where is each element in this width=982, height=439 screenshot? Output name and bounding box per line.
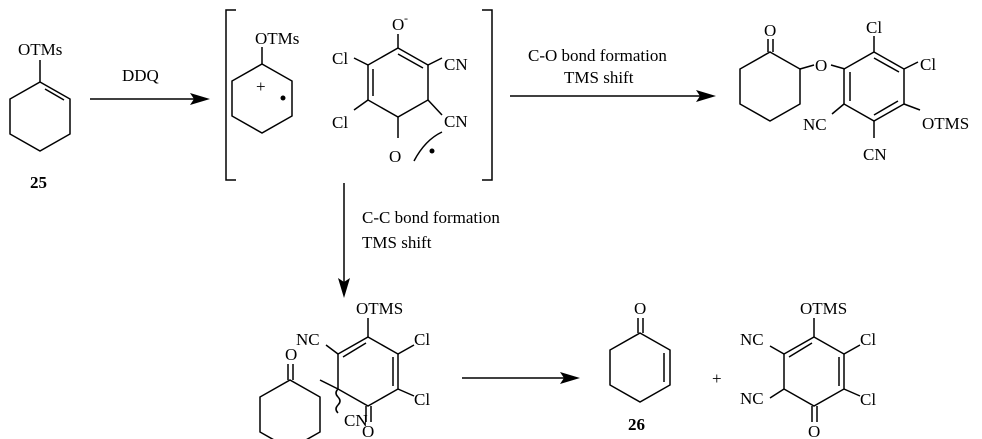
radical-arc: [413, 131, 443, 162]
cc-condition-line1: C-C bond formation: [362, 208, 500, 227]
product-cc-adduct: OTMS NC Cl Cl O CN O: [259, 299, 430, 439]
product-aryl-ether: O O Cl Cl OTMS NC CN: [739, 18, 969, 164]
bond-c-cl: [843, 344, 861, 355]
ring-double-bond: [397, 53, 424, 69]
ring-double-bond: [873, 100, 899, 116]
nc-label: NC: [803, 115, 827, 134]
benzene-ring: [843, 51, 905, 122]
cyclohexyl-ring: [231, 63, 293, 134]
o-label: O: [808, 422, 820, 439]
cyclohexene-ring: [9, 81, 71, 152]
cl-label-bottom: Cl: [332, 113, 348, 132]
dienone-ring: [337, 336, 399, 407]
ring-double-bond: [873, 57, 900, 73]
otms-label: OTMS: [922, 114, 969, 133]
cl-label-1: Cl: [860, 330, 876, 349]
o-minus-label: O: [392, 15, 404, 34]
otms-label: OTMs: [18, 40, 62, 59]
otms-label: OTMs: [255, 29, 299, 48]
cl-label-top: Cl: [332, 49, 348, 68]
right-bracket: [482, 9, 493, 181]
o-radical-label: O: [389, 147, 401, 166]
compound-26: O 26: [609, 299, 671, 434]
co-condition-line1: C-O bond formation: [528, 46, 667, 65]
ring-double-bond: [788, 342, 813, 358]
nc-label: NC: [296, 330, 320, 349]
ddq-arrow: DDQ: [90, 66, 210, 105]
cn-label-bottom: CN: [444, 112, 468, 131]
ether-o-label: O: [815, 56, 827, 75]
ddq-adduct: O - Cl Cl CN CN O: [332, 11, 468, 166]
arrowhead: [338, 278, 350, 298]
cc-path-arrow: C-C bond formation TMS shift: [338, 183, 500, 298]
cn-label: CN: [344, 411, 368, 430]
cyclohexanone-ring: [259, 379, 321, 439]
cl-label-1: Cl: [414, 330, 430, 349]
left-bracket: [225, 9, 236, 181]
byproduct-ddq: OTMS NC NC Cl Cl O: [740, 299, 876, 439]
plus-sign: +: [712, 369, 722, 388]
wavy-bond: [335, 388, 341, 414]
bond-c-cn: [427, 57, 443, 66]
radical-dot: [429, 148, 435, 154]
compound-number-26: 26: [628, 415, 645, 434]
ring-double-bond: [44, 88, 65, 101]
radical-cation: OTMs +: [231, 29, 299, 134]
bond-ring-junction: [319, 379, 339, 390]
bond-c-o: [799, 64, 815, 70]
cation-plus: +: [256, 77, 266, 96]
keto-o-label: O: [634, 299, 646, 318]
co-path-arrow: C-O bond formation TMS shift: [510, 46, 716, 102]
bond-c-cl: [353, 99, 369, 111]
bond-c-cn: [769, 345, 785, 355]
bond-c-cl: [903, 61, 919, 70]
ring-double-bond: [342, 342, 367, 358]
cl-label-1: Cl: [866, 18, 882, 37]
bond-c-cl: [843, 388, 861, 397]
compound-number-25: 25: [30, 173, 47, 192]
cc-condition-line2: TMS shift: [362, 233, 432, 252]
arrowhead: [560, 372, 580, 384]
bond-c-cn: [769, 388, 785, 399]
bond-c-cn: [427, 99, 443, 116]
bond-c-otms: [903, 103, 921, 111]
minus-sign: -: [404, 11, 408, 25]
nc-label-2: NC: [740, 389, 764, 408]
compound-25: OTMs 25: [9, 40, 71, 192]
bond-c-cl: [353, 57, 369, 66]
radical-dot: [280, 95, 286, 101]
otms-label: OTMS: [800, 299, 847, 318]
keto-o-label: O: [764, 21, 776, 40]
cyclohexenone-ring: [609, 332, 671, 403]
intermediate-complex: OTMs + O - Cl Cl CN CN O: [225, 9, 493, 181]
bond-c-cn: [831, 103, 845, 115]
cl-label-2: Cl: [414, 390, 430, 409]
cl-label-2: Cl: [860, 390, 876, 409]
bond-c-cl: [397, 388, 415, 397]
cn-label: CN: [863, 145, 887, 164]
arrowhead: [190, 93, 210, 105]
cn-label-top: CN: [444, 55, 468, 74]
final-arrow: [462, 372, 580, 384]
cl-label-2: Cl: [920, 55, 936, 74]
otms-label: OTMS: [356, 299, 403, 318]
nc-label-1: NC: [740, 330, 764, 349]
cyclohexanone-ring: [739, 51, 801, 122]
bond-c-cl: [397, 344, 415, 355]
reagent-label: DDQ: [122, 66, 159, 85]
bond-c-cn: [325, 344, 339, 355]
co-condition-line2: TMS shift: [564, 68, 634, 87]
ring-o-label: O: [362, 422, 374, 439]
arrowhead: [696, 90, 716, 102]
bond-o-ar: [830, 64, 846, 70]
quinone-ring: [367, 47, 429, 118]
keto-o-label: O: [285, 345, 297, 364]
quinone-ring: [783, 336, 845, 407]
